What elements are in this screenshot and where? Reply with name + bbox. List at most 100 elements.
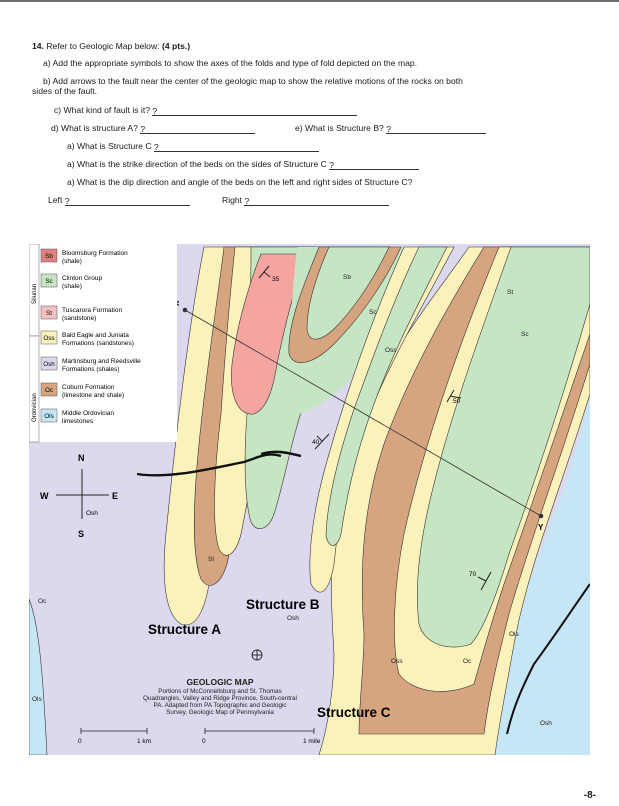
answer-right: Right ? [222, 195, 390, 206]
question-f: a) What is Structure C ? [67, 141, 319, 152]
map-label-osh: Osh [287, 615, 299, 622]
map-caption-line: PA. Adapted from PA Topographic and Geol… [153, 702, 286, 709]
answer-blank-e[interactable]: ? [386, 124, 487, 134]
legend-swatch-sb [40, 248, 58, 263]
map-label-oss: Oss [385, 347, 397, 354]
scale-mile-label: 1 mile [303, 738, 321, 745]
legend-name-oss: Bald Eagle and Juniata [62, 332, 129, 339]
map-label-oc: Oc [463, 658, 472, 665]
structure-a-label: Structure A [148, 622, 221, 637]
ols-contact-line [506, 583, 590, 735]
compass-e: E [112, 491, 118, 501]
left-label: Left [48, 195, 63, 205]
question-b-line1: b) Add arrows to the fault near the cent… [43, 76, 463, 86]
map-label-oss: Oss [391, 658, 403, 665]
legend-name-sc: Clinton Group [62, 275, 102, 282]
dip-70-label: 70 [469, 571, 477, 578]
point-x [182, 307, 188, 313]
answer-blank-g[interactable]: ? [329, 160, 420, 170]
legend-desc-sb: (shale) [62, 258, 82, 265]
question-c: c) What kind of fault is it? ? [54, 105, 358, 116]
question-points: (4 pts.) [161, 41, 191, 51]
legend-desc-oc: (limestone and shale) [62, 392, 124, 399]
map-caption-line: Quadrangles, Valley and Ridge Province, … [143, 695, 297, 702]
target-symbol [251, 649, 263, 661]
legend-desc-st: (sandstone) [62, 315, 96, 322]
answer-blank-f[interactable]: ? [153, 142, 319, 152]
scale-km-label: 1 km [137, 738, 151, 745]
question-header: 14. Refer to Geologic Map below: (4 pts.… [32, 41, 190, 52]
question-title: Refer to Geologic Map below: [46, 41, 160, 51]
legend-desc-oss: Formations (sandstones) [62, 340, 134, 347]
legend-name-sb: Bloomsburg Formation [62, 250, 128, 257]
compass-osh: Osh [86, 510, 98, 517]
strike-dip-40: 40 [312, 433, 330, 450]
question-b-line2: sides of the fault. [32, 86, 97, 96]
question-c-text: c) What kind of fault is it? [54, 105, 150, 115]
compass-s: S [78, 529, 84, 539]
legend-name-st: Tuscarora Formation [62, 307, 122, 314]
cross-section-line [184, 309, 542, 517]
answer-mark: ? [140, 124, 146, 134]
legend-swatch-osh [40, 356, 58, 371]
answer-mark: ? [329, 160, 335, 170]
fault-line [136, 453, 282, 477]
answer-mark: ? [244, 196, 250, 206]
question-h: a) What is the dip direction and angle o… [67, 177, 413, 187]
map-caption-title: GEOLOGIC MAP [186, 677, 253, 687]
question-g-text: a) What is the strike direction of the b… [67, 159, 327, 169]
map-label-oc: Oc [38, 598, 47, 605]
page-number: -8- [583, 790, 596, 801]
map-label-ols: Ols [32, 696, 43, 703]
structure-c-label: Structure C [317, 705, 391, 720]
map-caption-line: Portions of McConnellsburg and St. Thoma… [158, 688, 281, 695]
question-number: 14. [32, 41, 44, 51]
dip-35-label: 35 [272, 276, 280, 283]
legend-swatch-st [40, 305, 58, 320]
map-label-osh: Osh [540, 720, 552, 727]
answer-mark: ? [386, 124, 392, 134]
dip-40-label: 40 [312, 439, 320, 446]
answer-mark: ? [153, 142, 159, 152]
structure-a-sb-core [231, 253, 308, 415]
question-d: d) What is structure A? ? [51, 123, 256, 134]
legend-desc-ols: limestones [62, 418, 94, 425]
question-a: a) Add the appropriate symbols to show t… [43, 58, 418, 68]
ols-left-unit [29, 598, 48, 755]
strike-dip-70: 70 [469, 571, 492, 591]
question-f-text: a) What is Structure C [67, 141, 152, 151]
legend-name-ols: Middle Ordovician [62, 410, 114, 417]
legend-desc-osh: Formations (shales) [62, 366, 119, 373]
legend-silurian: Silurian [32, 284, 38, 304]
legend-code-sb: Sb [45, 253, 53, 260]
map-label-st: St [208, 556, 214, 563]
question-g: a) What is the strike direction of the b… [67, 159, 420, 170]
geologic-map: X Y 35 40 50 70 Sb Sc Sc St St Oss Oss O… [29, 244, 590, 755]
legend-desc-sc: (shale) [62, 283, 82, 290]
structure-b-oss [309, 246, 455, 593]
question-d-text: d) What is structure A? [51, 123, 138, 133]
answer-blank-d[interactable]: ? [140, 124, 256, 134]
label-y: Y [538, 523, 544, 532]
compass-w: W [40, 491, 49, 501]
answer-left: Left ? [48, 195, 190, 206]
answer-blank-right[interactable]: ? [244, 196, 390, 206]
compass-n: N [78, 453, 85, 463]
map-label-sc: Sc [521, 331, 529, 338]
legend-code-sc: Sc [45, 278, 52, 285]
legend-code-oc: Oc [45, 387, 53, 394]
legend-name-osh: Martinsburg and Reedsville [62, 358, 141, 365]
answer-blank-left[interactable]: ? [64, 196, 190, 206]
structure-b-sc [325, 246, 448, 546]
map-label-sb: Sb [343, 274, 351, 281]
dip-50-label: 50 [453, 398, 461, 405]
legend-code-ols: Ols [44, 413, 53, 420]
structure-c-sc-core [417, 246, 590, 648]
scale-mile-zero: 0 [202, 738, 206, 745]
compass: N S W E Osh [40, 453, 118, 539]
structure-b-label: Structure B [246, 597, 320, 612]
answer-blank-c[interactable]: ? [152, 106, 358, 116]
legend-swatch-sc [40, 273, 58, 288]
scale-km-zero: 0 [78, 738, 82, 745]
